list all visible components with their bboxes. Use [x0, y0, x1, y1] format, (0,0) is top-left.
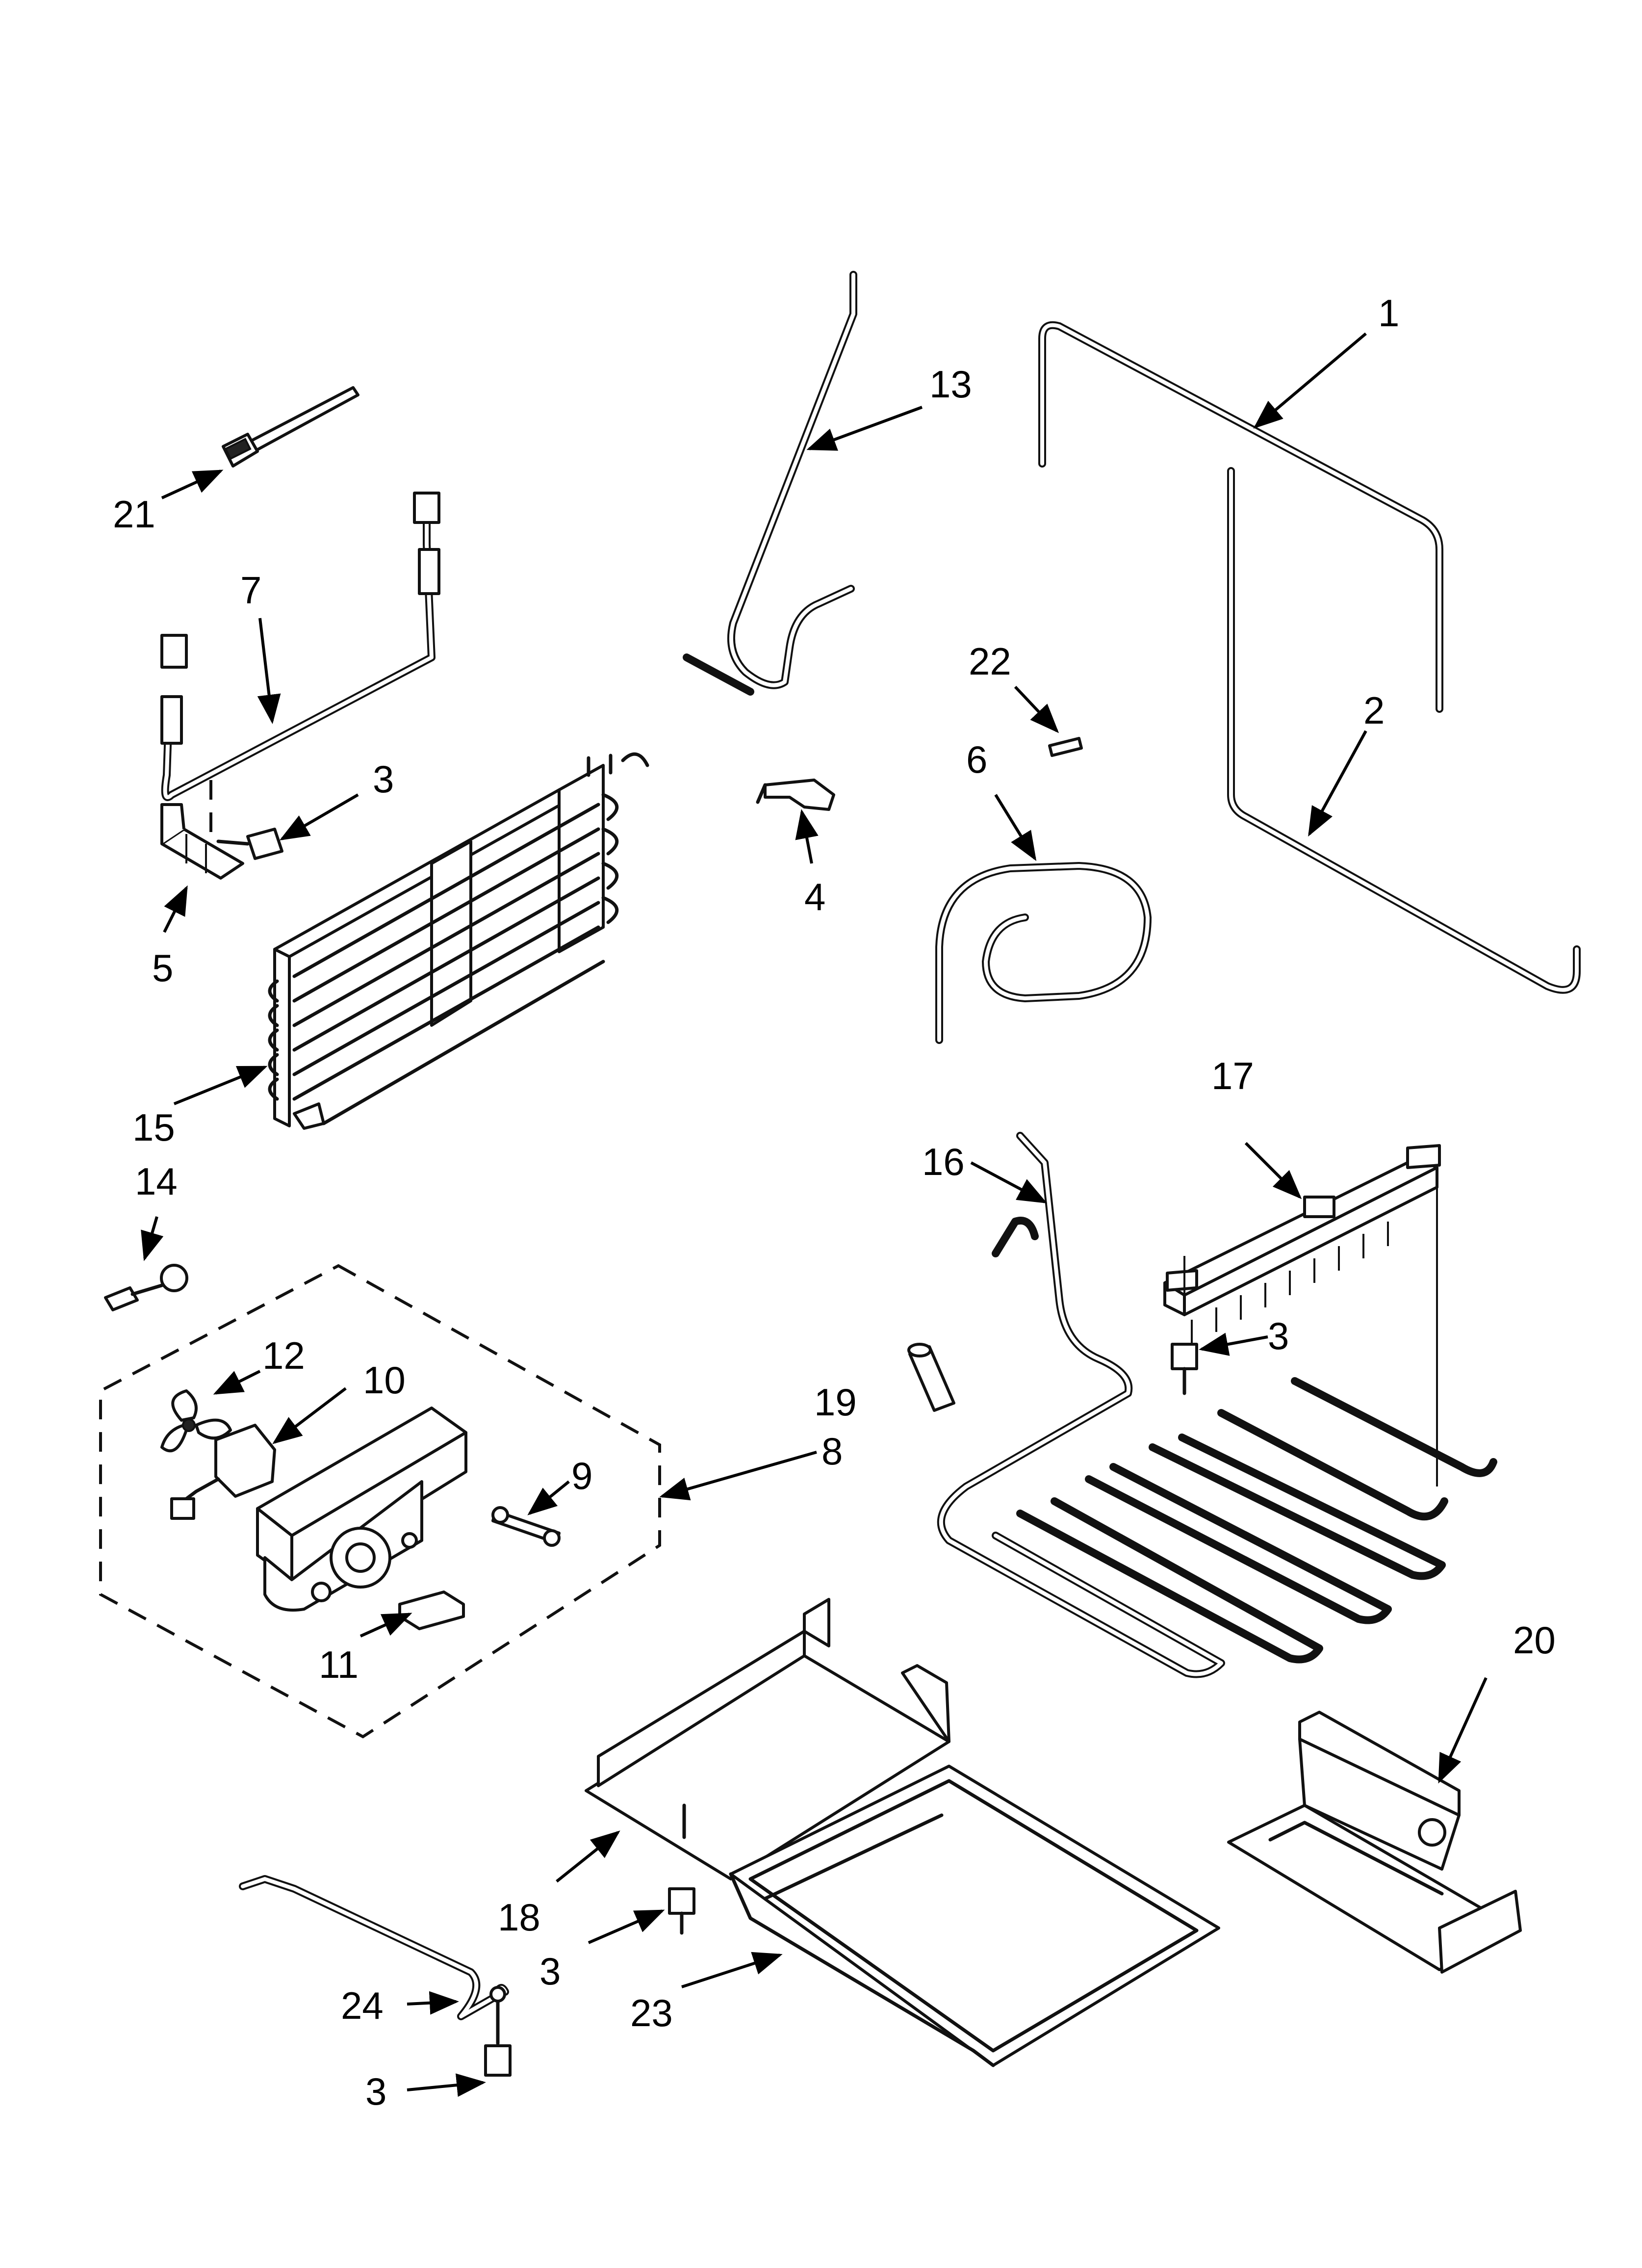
part-24-rod [239, 1875, 509, 2020]
part-20-housing [1227, 1711, 1522, 1974]
part-4-clip [756, 779, 835, 811]
callout-labels: 1 13 21 7 3 5 22 6 2 4 15 17 16 14 3 12 … [113, 291, 1556, 2113]
callout-14: 14 [135, 1160, 178, 1203]
callout-10: 10 [363, 1358, 406, 1402]
callout-13: 13 [929, 363, 972, 406]
leader-lines [141, 332, 1488, 2097]
part-22-clip [1048, 737, 1083, 757]
callout-6: 6 [966, 738, 987, 781]
callout-18: 18 [498, 1896, 540, 1939]
part-11-clip [398, 1590, 465, 1630]
callout-23: 23 [630, 1991, 673, 2034]
part-3-screw-a [216, 828, 283, 860]
callout-3b: 3 [1268, 1314, 1289, 1357]
callout-5: 5 [152, 946, 173, 990]
callout-20: 20 [1513, 1618, 1556, 1662]
part-8-fan-assembly [99, 1264, 661, 1739]
part-16-heater [937, 1132, 1497, 1678]
callout-17: 17 [1211, 1054, 1254, 1097]
callout-12: 12 [262, 1334, 305, 1377]
callout-2: 2 [1363, 689, 1385, 732]
part-14-connector [104, 1264, 188, 1311]
part-9-bracket [491, 1506, 561, 1547]
part-2-tube [1227, 467, 1581, 994]
part-3-screw-d [484, 2000, 512, 2077]
callout-22: 22 [969, 640, 1011, 683]
callout-11: 11 [319, 1643, 359, 1686]
callout-3c: 3 [539, 1950, 561, 1993]
part-19-plug [907, 1343, 955, 1412]
callout-7: 7 [240, 569, 261, 612]
part-17-rail [1163, 1144, 1441, 1486]
part-18-cover [585, 1598, 950, 1880]
callout-16: 16 [922, 1140, 965, 1183]
callout-3d: 3 [365, 2070, 386, 2113]
callout-15: 15 [132, 1106, 175, 1149]
part-3-screw-b [1171, 1343, 1198, 1395]
part-23-tray [729, 1765, 1220, 2067]
callout-1: 1 [1378, 291, 1399, 335]
part-5-bracket [160, 780, 244, 880]
part-13-drain-tube [683, 271, 857, 696]
part-10-motor [170, 1424, 276, 1520]
part-21-cable-tie [222, 386, 359, 468]
callout-19: 19 [814, 1381, 857, 1424]
callout-21: 21 [113, 493, 155, 536]
callout-9: 9 [571, 1454, 592, 1497]
part-6-coiled-tube [935, 862, 1152, 1044]
part-15-evaporator [268, 752, 649, 1130]
part-1-tube [1038, 321, 1443, 713]
callout-3a: 3 [373, 757, 394, 801]
callout-4: 4 [804, 875, 825, 918]
part-7-wire-harness [160, 492, 440, 801]
callout-8: 8 [821, 1430, 843, 1473]
callout-24: 24 [341, 1984, 384, 2027]
part-3-screw-c [668, 1887, 695, 1935]
part-12-fan-blade [160, 1389, 232, 1453]
